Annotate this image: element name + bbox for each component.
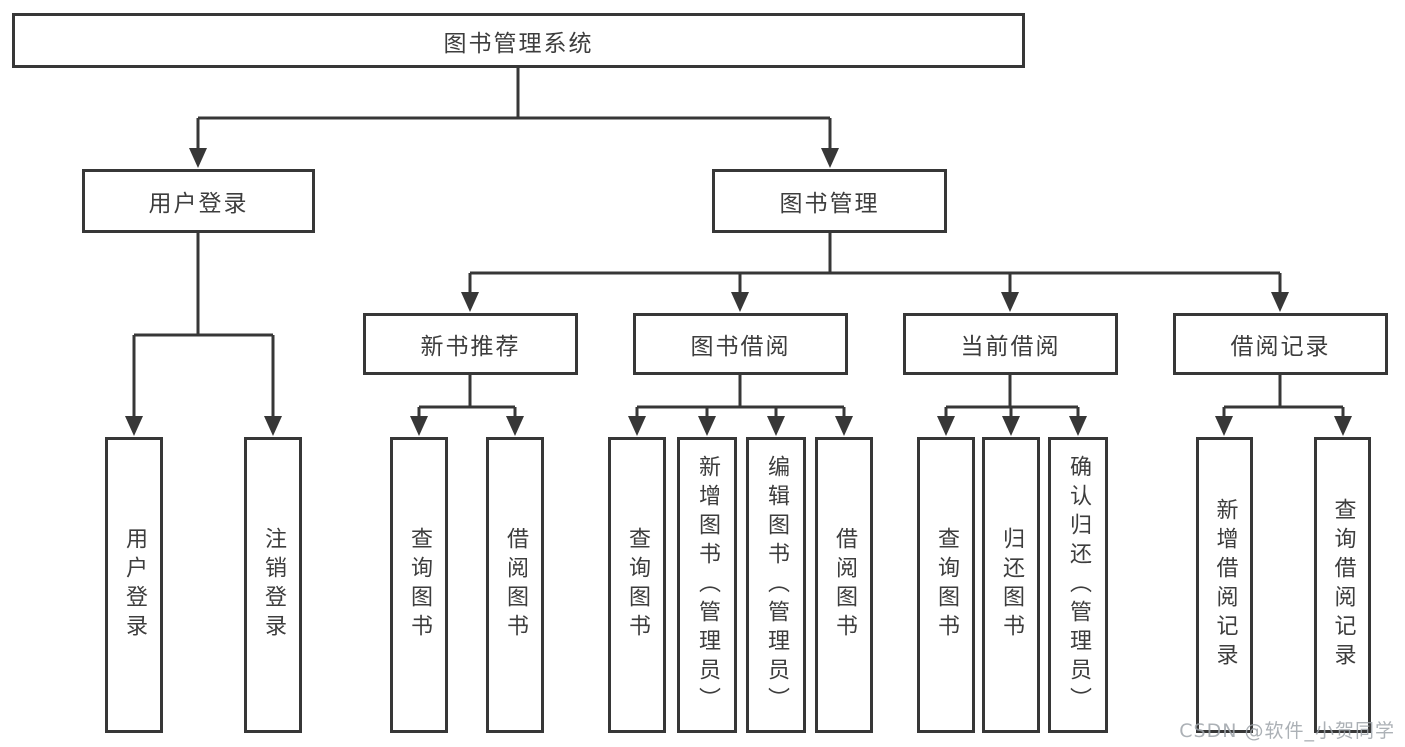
leaf-return-books: 归还图书: [982, 437, 1040, 733]
leaf-user-login: 用户登录: [105, 437, 163, 733]
node-book-management: 图书管理: [712, 169, 947, 233]
leaf-add-borrow-record: 新增借阅记录: [1196, 437, 1253, 733]
leaf-borrow-books: 借阅图书: [815, 437, 873, 733]
leaf-logout: 注销登录: [244, 437, 302, 733]
node-user-login: 用户登录: [82, 169, 315, 233]
node-current-borrowing: 当前借阅: [903, 313, 1118, 375]
leaf-query-borrow-record: 查询借阅记录: [1314, 437, 1371, 733]
leaf-edit-books-admin: 编辑图书（管理员）: [746, 437, 806, 733]
leaf-query-books-recommend: 查询图书: [390, 437, 448, 733]
leaf-query-books-current: 查询图书: [917, 437, 975, 733]
node-library-management-system: 图书管理系统: [12, 13, 1025, 68]
node-new-book-recommendation: 新书推荐: [363, 313, 578, 375]
leaf-confirm-return-admin: 确认归还（管理员）: [1048, 437, 1108, 733]
node-book-borrowing: 图书借阅: [633, 313, 848, 375]
leaf-add-books-admin: 新增图书（管理员）: [677, 437, 737, 733]
csdn-watermark: CSDN @软件_小贺同学: [1179, 720, 1395, 742]
node-borrowing-records: 借阅记录: [1173, 313, 1388, 375]
leaf-borrow-books-recommend: 借阅图书: [486, 437, 544, 733]
leaf-query-books-borrow: 查询图书: [608, 437, 666, 733]
